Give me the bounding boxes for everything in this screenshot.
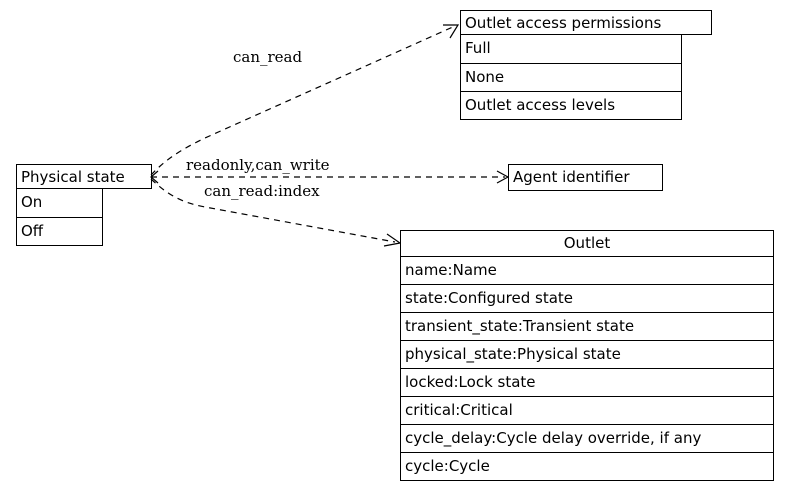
field-physical-state: physical_state:Physical state [401, 340, 773, 368]
enum-value-none: None [461, 63, 681, 91]
arrowhead-permissions-icon [443, 24, 460, 39]
enum-value-off: Off [17, 217, 102, 245]
node-title: Physical state [16, 164, 152, 189]
node-physical-state: Physical state On Off [16, 164, 152, 246]
field-state: state:Configured state [401, 284, 773, 312]
node-title: Outlet [563, 234, 611, 252]
arrowhead-agent-icon [496, 170, 510, 184]
field-name: name:Name [401, 256, 773, 284]
field-cycle: cycle:Cycle [401, 452, 773, 480]
node-outlet-access-permissions: Outlet access permissions Full None Outl… [460, 10, 712, 120]
edge-label-readonly-can-write: readonly,can_write [186, 156, 330, 174]
field-transient-state: transient_state:Transient state [401, 312, 773, 340]
edge-label-can-read: can_read [233, 48, 303, 66]
node-title: Agent identifier [513, 168, 630, 186]
enum-value-full: Full [465, 39, 491, 57]
field-locked: locked:Lock state [401, 368, 773, 396]
edge-label-can-read-index: can_read:index [204, 182, 320, 200]
node-agent-identifier: Agent identifier [508, 164, 663, 191]
node-outlet: Outlet name:Name state:Configured state … [400, 230, 774, 481]
enum-value-on: On [21, 193, 43, 211]
enum-value-outlet-access-levels: Outlet access levels [461, 91, 681, 119]
edge-can-read-index [150, 178, 396, 243]
node-title: Outlet access permissions [460, 10, 712, 35]
field-cycle-delay: cycle_delay:Cycle delay override, if any [401, 424, 773, 452]
field-critical: critical:Critical [401, 396, 773, 424]
edge-can-read [150, 25, 456, 176]
